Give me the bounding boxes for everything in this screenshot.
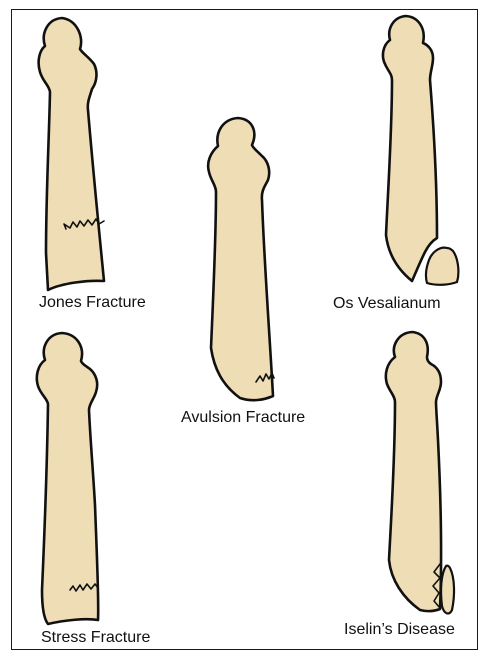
avulsion-metatarsal-bone: [208, 118, 273, 400]
iselins-apophysis-fragment: [441, 566, 454, 614]
jones-fracture-diagram: [39, 18, 104, 290]
jones-metatarsal-bone: [39, 18, 104, 290]
label-stress-fracture: Stress Fracture: [41, 630, 150, 646]
os-vesalianum-ossicle: [426, 248, 458, 285]
os-vesalianum-metatarsal-bone: [383, 16, 437, 281]
stress-metatarsal-bone: [37, 333, 98, 624]
label-jones-fracture: Jones Fracture: [39, 295, 146, 311]
iselins-disease-diagram: [386, 332, 454, 613]
label-avulsion-fracture: Avulsion Fracture: [181, 410, 305, 426]
iselins-metatarsal-bone: [386, 332, 441, 611]
os-vesalianum-diagram: [383, 16, 458, 285]
label-iselins-disease: Iselin’s Disease: [344, 622, 455, 638]
stress-fracture-diagram: [37, 333, 98, 624]
avulsion-fracture-diagram: [208, 118, 274, 400]
label-os-vesalianum: Os Vesalianum: [333, 296, 441, 312]
